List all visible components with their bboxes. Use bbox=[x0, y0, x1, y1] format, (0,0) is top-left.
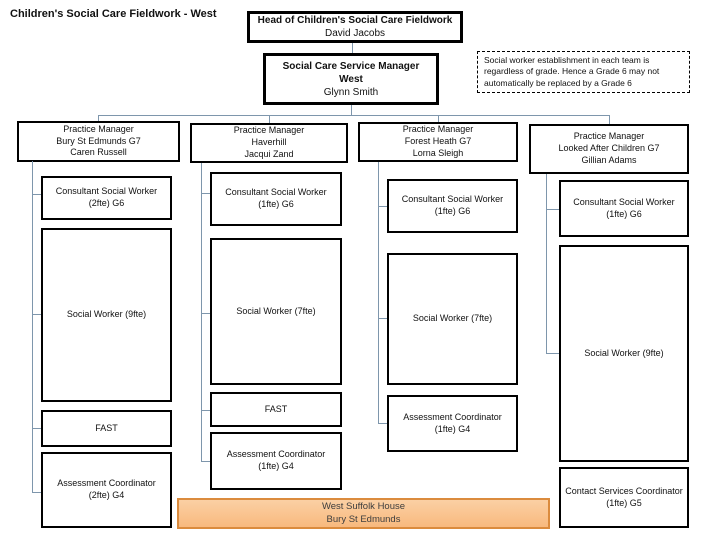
role-label: Consultant Social Worker (1fte) G6 bbox=[225, 187, 327, 209]
service-manager-box: Social Care Service Manager West Glynn S… bbox=[263, 53, 439, 105]
pm-role: Practice Manager bbox=[63, 123, 134, 134]
contact-services-coordinator-box: Contact Services Coordinator (1fte) G5 bbox=[559, 467, 689, 528]
connector-line bbox=[378, 318, 387, 319]
assessment-coordinator-box: Assessment Coordinator (1fte) G4 bbox=[387, 395, 518, 452]
head-name: David Jacobs bbox=[324, 28, 386, 39]
service-manager-name: Glynn Smith bbox=[323, 86, 379, 98]
pm-name: Gillian Adams bbox=[581, 154, 637, 165]
connector-line bbox=[201, 410, 210, 411]
connector-line bbox=[546, 209, 559, 210]
connector-line bbox=[32, 492, 41, 493]
connector-line bbox=[32, 314, 41, 315]
practice-manager-box-haverhill: Practice Manager Haverhill Jacqui Zand bbox=[190, 123, 348, 163]
pm-unit: Forest Heath G7 bbox=[404, 136, 472, 147]
role-label: Assessment Coordinator (1fte) G4 bbox=[403, 411, 502, 434]
service-manager-title: Social Care Service Manager bbox=[282, 60, 420, 72]
connector-line bbox=[352, 43, 353, 53]
head-box: Head of Children's Social Care Fieldwork… bbox=[247, 11, 463, 43]
consultant-social-worker-box: Consultant Social Worker (1fte) G6 bbox=[559, 180, 689, 237]
connector-line bbox=[438, 115, 439, 123]
social-worker-box: Social Worker (7fte) bbox=[210, 238, 342, 385]
pm-name: Jacqui Zand bbox=[244, 148, 294, 159]
role-label: Social Worker (7fte) bbox=[236, 305, 316, 316]
role-label: Social Worker (9fte) bbox=[584, 347, 664, 358]
connector-line bbox=[378, 206, 387, 207]
role-label: Social Worker (9fte) bbox=[66, 309, 147, 320]
role-label: Assessment Coordinator (1fte) G4 bbox=[226, 449, 326, 471]
connector-line bbox=[32, 161, 33, 492]
page-title: Children's Social Care Fieldwork - West bbox=[10, 8, 217, 20]
connector-line bbox=[546, 174, 547, 353]
connector-line bbox=[609, 115, 610, 125]
role-label: Consultant Social Worker (2fte) G6 bbox=[55, 186, 158, 208]
practice-manager-box-bury: Practice Manager Bury St Edmunds G7 Care… bbox=[17, 121, 180, 162]
fast-box: FAST bbox=[210, 392, 342, 427]
connector-line bbox=[201, 193, 210, 194]
social-worker-box: Social Worker (7fte) bbox=[387, 253, 518, 385]
service-manager-region: West bbox=[339, 73, 363, 85]
practice-manager-box-forest-heath: Practice Manager Forest Heath G7 Lorna S… bbox=[358, 122, 518, 162]
role-label: Assessment Coordinator (2fte) G4 bbox=[57, 478, 156, 500]
connector-line bbox=[32, 194, 41, 195]
location-line1: West Suffolk House bbox=[321, 501, 406, 513]
connector-line bbox=[378, 162, 379, 423]
note-box: Social worker establishment in each team… bbox=[477, 51, 690, 93]
social-worker-box: Social Worker (9fte) bbox=[41, 228, 172, 402]
pm-role: Practice Manager bbox=[233, 125, 305, 136]
consultant-social-worker-box: Consultant Social Worker (1fte) G6 bbox=[210, 172, 342, 226]
practice-manager-box-lac: Practice Manager Looked After Children G… bbox=[529, 124, 689, 174]
connector-line bbox=[269, 115, 270, 124]
location-banner: West Suffolk House Bury St Edmunds bbox=[177, 498, 550, 529]
pm-role: Practice Manager bbox=[573, 131, 645, 142]
connector-line bbox=[98, 115, 610, 116]
role-label: FAST bbox=[264, 403, 288, 414]
role-label: Social Worker (7fte) bbox=[412, 313, 493, 324]
pm-unit: Looked After Children G7 bbox=[558, 143, 660, 154]
pm-unit: Haverhill bbox=[251, 137, 287, 148]
fast-box: FAST bbox=[41, 410, 172, 447]
role-label: Consultant Social Worker (1fte) G6 bbox=[573, 196, 675, 219]
location-line2: Bury St Edmunds bbox=[326, 513, 401, 525]
connector-line bbox=[98, 115, 99, 122]
connector-line bbox=[201, 163, 202, 461]
consultant-social-worker-box: Consultant Social Worker (2fte) G6 bbox=[41, 176, 172, 220]
assessment-coordinator-box: Assessment Coordinator (1fte) G4 bbox=[210, 432, 342, 490]
connector-line bbox=[378, 423, 387, 424]
head-title: Head of Children's Social Care Fieldwork bbox=[257, 15, 453, 26]
consultant-social-worker-box: Consultant Social Worker (1fte) G6 bbox=[387, 179, 518, 233]
pm-name: Lorna Sleigh bbox=[412, 147, 464, 158]
connector-line bbox=[201, 313, 210, 314]
pm-unit: Bury St Edmunds G7 bbox=[56, 135, 141, 146]
connector-line bbox=[351, 105, 352, 115]
connector-line bbox=[32, 428, 41, 429]
social-worker-box: Social Worker (9fte) bbox=[559, 245, 689, 462]
pm-name: Caren Russell bbox=[70, 147, 127, 158]
role-label: Consultant Social Worker (1fte) G6 bbox=[401, 194, 504, 216]
role-label: FAST bbox=[95, 422, 118, 433]
role-label: Contact Services Coordinator (1fte) G5 bbox=[565, 485, 683, 508]
pm-role: Practice Manager bbox=[402, 124, 474, 135]
connector-line bbox=[201, 461, 210, 462]
connector-line bbox=[546, 353, 559, 354]
assessment-coordinator-box: Assessment Coordinator (2fte) G4 bbox=[41, 452, 172, 528]
